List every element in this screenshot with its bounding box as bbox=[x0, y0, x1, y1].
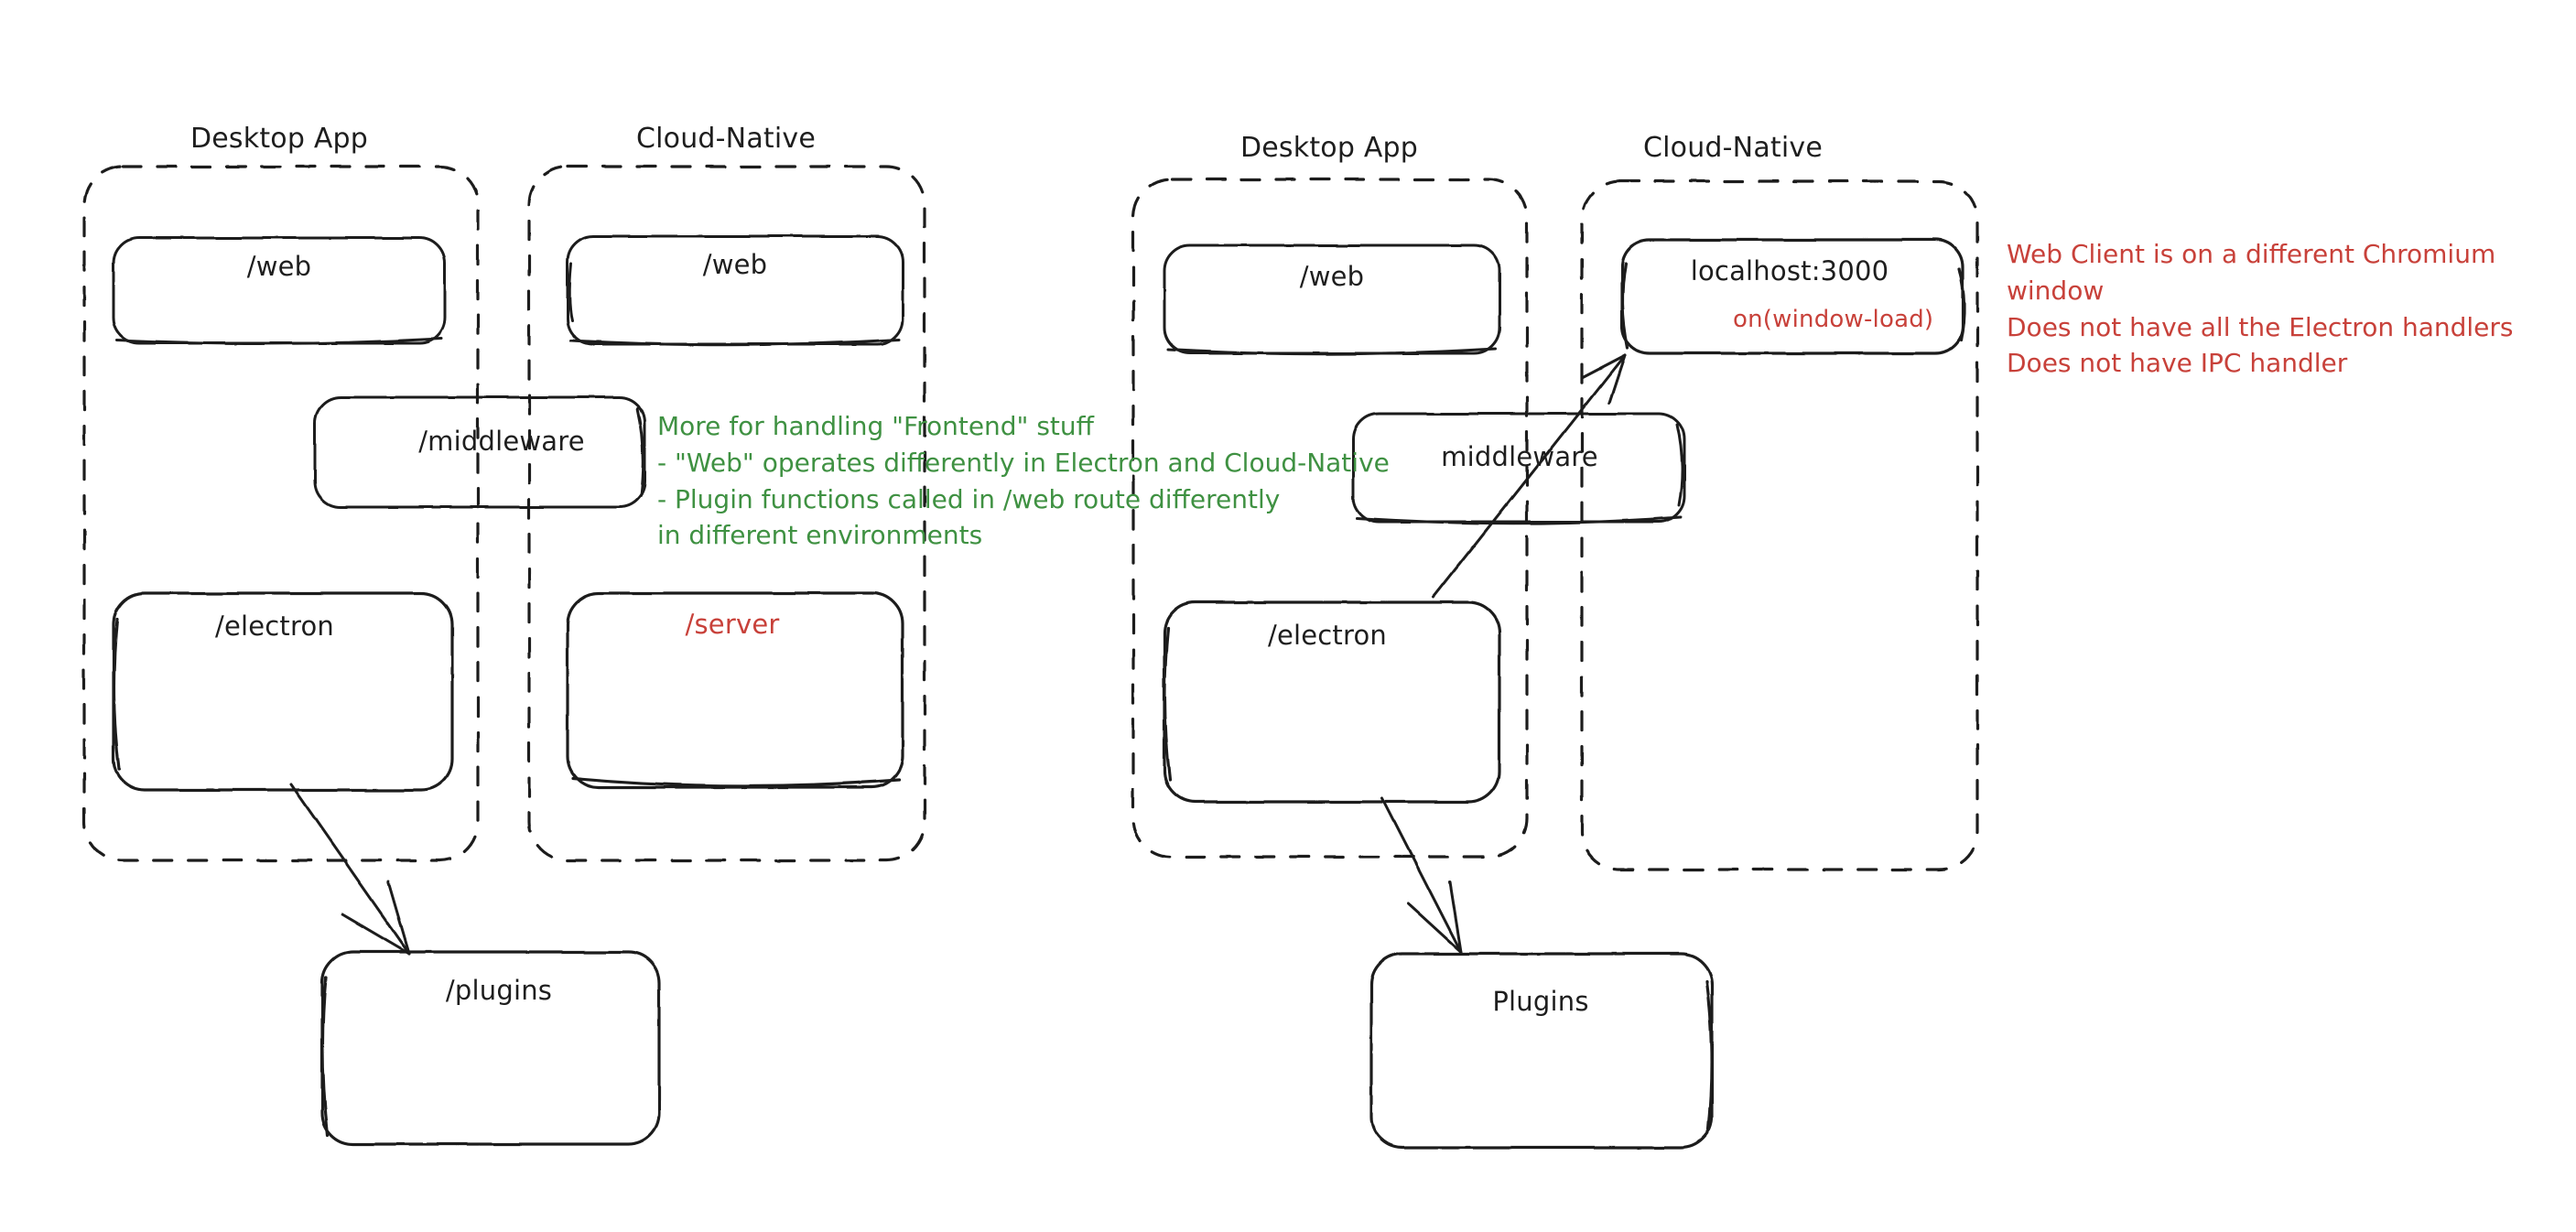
box-right-localhost bbox=[1620, 238, 1966, 355]
group-right-desktop-app bbox=[1131, 178, 1529, 859]
box-left-middleware bbox=[313, 395, 646, 509]
right-box-label-middleware: middleware bbox=[1441, 441, 1598, 472]
arrow-right-electron-to-plugins bbox=[1380, 796, 1463, 954]
group-left-desktop-app bbox=[82, 165, 480, 862]
right-box-label-plugins: Plugins bbox=[1492, 986, 1589, 1017]
right-box-label-localhost: localhost:3000 bbox=[1690, 255, 1889, 286]
left-box-label-cloud-web: /web bbox=[702, 249, 768, 280]
box-left-desktop-web bbox=[112, 236, 447, 346]
left-box-label-middleware: /middleware bbox=[418, 426, 585, 457]
right-group-title-cloud-native: Cloud-Native bbox=[1642, 132, 1824, 164]
left-box-label-electron: /electron bbox=[214, 611, 335, 642]
box-right-desktop-web bbox=[1163, 243, 1501, 356]
right-box-sublabel-localhost-onload: on(window-load) bbox=[1733, 306, 1934, 333]
box-left-server bbox=[566, 591, 904, 789]
red-annotation-note: Web Client is on a different Chromium wi… bbox=[2007, 236, 2576, 382]
box-right-plugins bbox=[1369, 952, 1714, 1150]
green-note-line-4: in different environments bbox=[657, 520, 983, 551]
group-left-cloud-native bbox=[527, 165, 926, 862]
arrow-right-electron-to-localhost bbox=[1432, 353, 1627, 599]
left-box-label-desktop-web: /web bbox=[246, 251, 312, 282]
box-right-middleware bbox=[1351, 412, 1686, 525]
green-note-line-1: More for handling "Frontend" stuff bbox=[657, 411, 1094, 441]
red-note-line-3: Does not have IPC handler bbox=[2007, 348, 2348, 379]
left-box-label-plugins: /plugins bbox=[445, 975, 553, 1006]
box-left-plugins bbox=[320, 950, 661, 1146]
right-box-label-electron: /electron bbox=[1267, 620, 1388, 651]
left-group-title-cloud-native: Cloud-Native bbox=[635, 123, 817, 155]
red-note-line-1: Web Client is on a different Chromium wi… bbox=[2007, 239, 2496, 306]
green-note-line-2: - "Web" operates differently in Electron… bbox=[657, 447, 1390, 478]
green-note-line-3: - Plugin functions called in /web route … bbox=[657, 483, 1281, 514]
red-note-line-2: Does not have all the Electron handlers bbox=[2007, 311, 2514, 342]
green-annotation-note: More for handling "Frontend" stuff - "We… bbox=[657, 408, 1390, 554]
right-group-title-desktop-app: Desktop App bbox=[1239, 132, 1419, 164]
left-box-label-server: /server bbox=[685, 609, 780, 640]
right-box-label-desktop-web: /web bbox=[1299, 261, 1365, 292]
box-left-cloud-web bbox=[566, 234, 904, 347]
left-group-title-desktop-app: Desktop App bbox=[189, 123, 369, 155]
arrow-left-electron-to-plugins bbox=[289, 783, 411, 956]
box-left-electron bbox=[112, 591, 454, 792]
box-right-electron bbox=[1163, 600, 1501, 804]
